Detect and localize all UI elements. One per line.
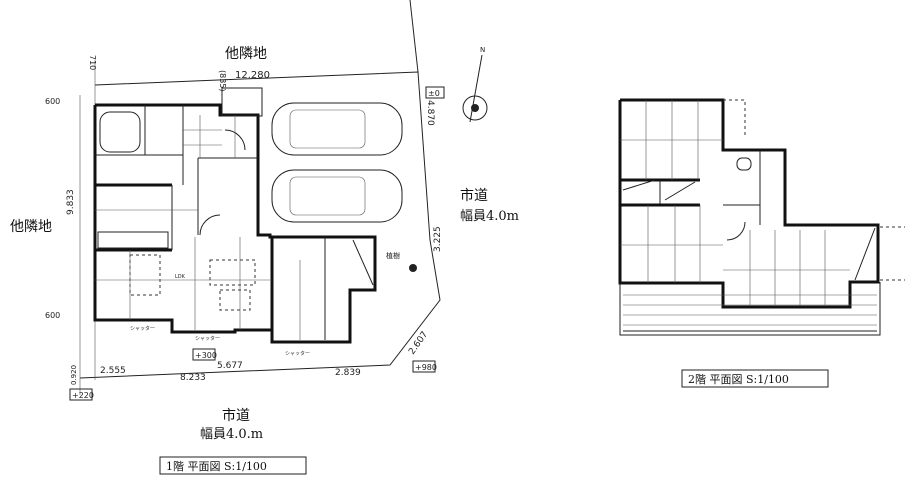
dim-left-depth: 9.833 [66, 189, 76, 215]
road-bottom-width: 幅員4.0.m [200, 427, 263, 442]
road-right-width: 幅員4.0m [460, 209, 519, 224]
floor1-caption: 1階 平面図 S:1/100 [166, 459, 267, 473]
dim-bottom-mid: 5.677 [217, 361, 243, 371]
ldk-label: LDK [175, 274, 186, 280]
level-mark: +980 [415, 363, 437, 372]
tree-icon [409, 264, 417, 272]
dim-bottom-left: 2.555 [100, 366, 126, 376]
shutter-label: シャッター [195, 335, 220, 342]
dim-left-600-bottom: 600 [45, 311, 60, 320]
neighbor-left-label: 他隣地 [10, 219, 52, 235]
dim-bottom-corner: 0.920 [70, 365, 78, 385]
north-arrow-icon: N [462, 46, 488, 123]
level-marks: ±0 +300 +980 +220 [69, 86, 445, 401]
dim-left-top: 710 [88, 55, 97, 70]
dim-right-bottom: 2.607 [407, 330, 430, 357]
dim-top-offset: (835) [218, 70, 227, 92]
road-bottom-name: 市道 [222, 407, 250, 424]
dim-right-mid: 3.225 [433, 226, 443, 252]
dim-top: 12.280 [235, 70, 270, 81]
dim-bottom-total: 8.233 [180, 373, 206, 383]
tree-label: 植樹 [386, 251, 400, 260]
dim-bottom-right: 2.839 [335, 368, 361, 378]
dimensions: 12.280 (835) 710 600 600 9.833 4.870 3.2… [45, 55, 443, 385]
dim-right-top: 4.870 [425, 100, 435, 126]
floor2-caption-box [681, 369, 829, 388]
floor2-walls [618, 98, 905, 336]
parking-cars [271, 102, 403, 223]
shutter-label: シャッター [130, 325, 155, 332]
floor2-caption: 2階 平面図 S:1/100 [688, 372, 789, 386]
level-mark: +300 [195, 351, 217, 360]
level-mark: ±0 [428, 89, 440, 98]
floor1-walls [93, 87, 377, 344]
floor1-caption-box [159, 456, 307, 475]
north-label: N [480, 46, 485, 54]
shutter-label: シャッター [285, 350, 310, 357]
level-mark: +220 [72, 391, 94, 400]
road-right-name: 市道 [460, 187, 488, 204]
neighbor-top-label: 他隣地 [225, 46, 267, 62]
dim-left-600-top: 600 [45, 97, 60, 106]
